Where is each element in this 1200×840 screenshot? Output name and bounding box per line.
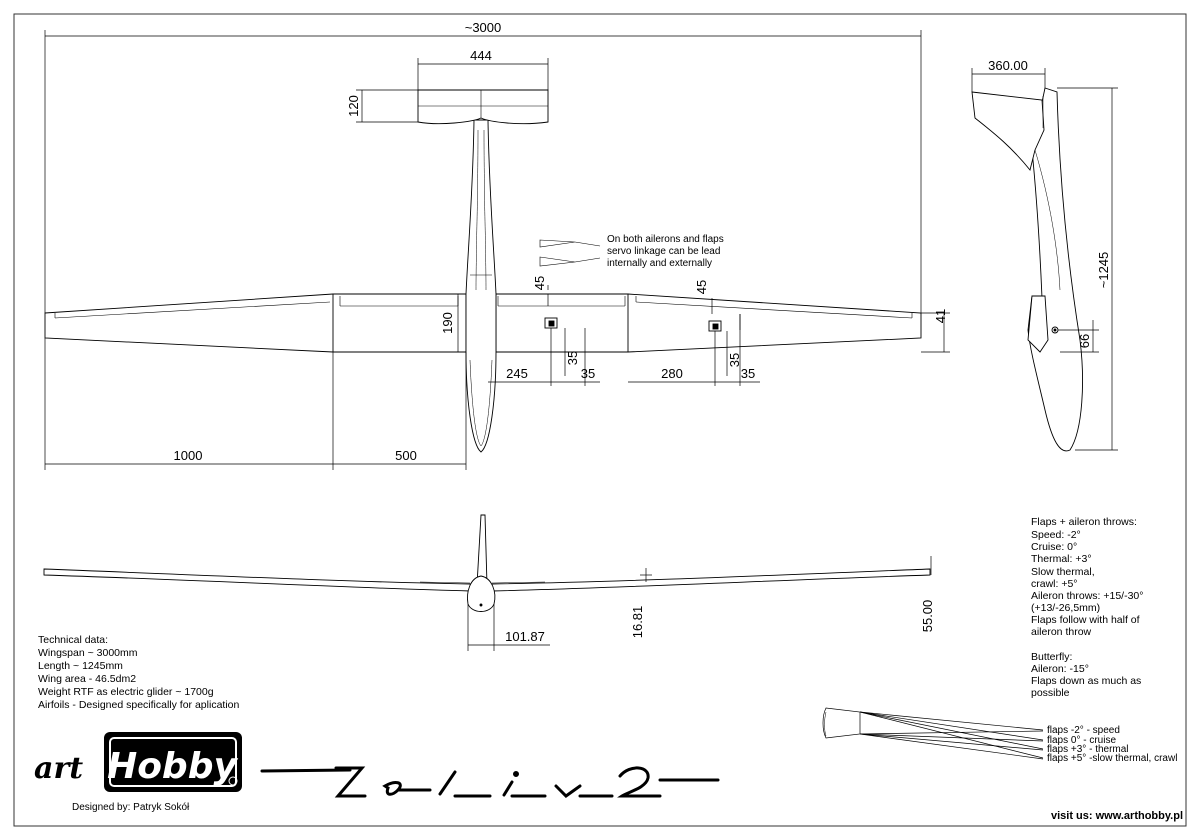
fuselage-length-dim: ~1245 — [1096, 252, 1111, 289]
aileron-w1-dim: 35 — [727, 353, 742, 367]
stabilizer-top — [417, 89, 549, 125]
throws-line-4: Thermal: +3° — [1031, 553, 1092, 565]
inner-panel-dim: 500 — [395, 448, 417, 463]
front-view — [43, 514, 931, 612]
linkage-note-line-2: servo linkage can be lead — [607, 246, 720, 257]
flap-legend: flaps -2° - speed flaps 0° - cruise flap… — [1047, 725, 1177, 764]
flap-legend-4: flaps +5° -slow thermal, crawl — [1047, 753, 1177, 764]
side-view — [971, 87, 1083, 452]
front-view-dim-labels: 101.87 16.81 55.00 — [505, 600, 935, 644]
technical-line-5: Airfoils - Designed specifically for apl… — [38, 699, 239, 711]
website-link[interactable]: visit us: www.arthobby.pl — [1051, 810, 1183, 822]
throws-line-2: Speed: -2° — [1031, 529, 1081, 541]
top-view — [44, 89, 922, 453]
fuselage-top — [465, 119, 497, 453]
fuselage-front — [467, 575, 496, 612]
flap-legend-3: flaps +3° - thermal — [1047, 744, 1129, 755]
technical-line-3: Wing area - 46.5dm2 — [38, 673, 136, 685]
technical-line-2: Length ~ 1245mm — [38, 660, 123, 672]
model-name: Zefir 2 — [490, 782, 493, 784]
flap-legend-1: flaps -2° - speed — [1047, 725, 1120, 736]
throws-notes: Flaps + aileron throws: Speed: -2° Cruis… — [1031, 516, 1143, 699]
flap-pos-dim: 245 — [506, 366, 528, 381]
side-view-dimensions — [971, 68, 1118, 451]
stab-span-dim: 444 — [470, 48, 492, 63]
root-chord-dim: 190 — [440, 312, 455, 334]
throws-line-6: crawl: +5° — [1031, 578, 1078, 590]
throws-line-13: Flaps down as much as — [1031, 675, 1141, 687]
throws-line-10: aileron throw — [1031, 626, 1092, 638]
front-view-dimensions — [467, 556, 932, 651]
fin-side — [971, 91, 1045, 171]
aileron-h-dim: 45 — [694, 280, 709, 294]
throws-line-3: Cruise: 0° — [1031, 541, 1077, 553]
fin-length-dim: 360.00 — [988, 58, 1028, 73]
side-view-dim-labels: 360.00 ~1245 66 — [988, 58, 1111, 348]
span-dim: ~3000 — [465, 20, 502, 35]
designer-credit: Designed by: Patryk Sokół — [72, 802, 190, 813]
fuselage-side — [1027, 87, 1083, 452]
technical-line-4: Weight RTF as electric glider ~ 1700g — [38, 686, 214, 698]
throws-line-5: Slow thermal, — [1031, 566, 1095, 578]
top-view-dim-labels: ~3000 444 120 190 45 45 41 245 35 35 280… — [174, 20, 948, 463]
flap-legend-2: flaps 0° - cruise — [1047, 735, 1116, 746]
canopy-h-dim: 66 — [1077, 334, 1092, 348]
throws-line-1: Flaps + aileron throws: — [1031, 516, 1137, 528]
top-view-dimensions — [44, 30, 950, 470]
outer-panel-dim: 1000 — [174, 448, 203, 463]
technical-line-1: Wingspan ~ 3000mm — [38, 647, 138, 659]
flap-deflection-diagram — [822, 707, 1044, 760]
logo-badge — [104, 732, 242, 792]
stab-chord-dim: 120 — [346, 95, 361, 117]
throws-line-12: Aileron: -15° — [1031, 663, 1089, 675]
fuselage-width-dim: 101.87 — [505, 629, 545, 644]
throws-line-9: Flaps follow with half of — [1031, 614, 1140, 626]
arthobby-logo: art Hobby — [34, 732, 242, 792]
sheet-border — [13, 13, 1187, 827]
throws-line-11: Butterfly: — [1031, 651, 1072, 663]
technical-data: Technical data: Wingspan ~ 3000mm Length… — [38, 634, 239, 711]
linkage-note-line-3: internally and externally — [607, 258, 712, 269]
aileron-w2-dim: 35 — [741, 366, 755, 381]
logo-name: Hobby — [107, 746, 238, 787]
linkage-note: On both ailerons and flaps servo linkage… — [539, 234, 724, 269]
throws-line-8: (+13/-26,5mm) — [1031, 602, 1100, 614]
linkage-note-line-1: On both ailerons and flaps — [607, 234, 724, 245]
dihedral-inner-dim: 16.81 — [630, 606, 645, 639]
throws-line-14: possible — [1031, 687, 1070, 699]
dihedral-tip-dim: 55.00 — [920, 600, 935, 633]
flap-w2-dim: 35 — [581, 366, 595, 381]
model-name-lettering — [260, 766, 720, 798]
throws-line-7: Aileron throws: +15/-30° — [1031, 590, 1143, 602]
tip-chord-dim: 41 — [933, 309, 948, 323]
logo-prefix: art — [34, 751, 83, 786]
aileron-pos-dim: 280 — [661, 366, 683, 381]
flap-w1-dim: 35 — [565, 351, 580, 365]
technical-title: Technical data: — [38, 634, 108, 646]
flap-h-dim: 45 — [532, 276, 547, 290]
